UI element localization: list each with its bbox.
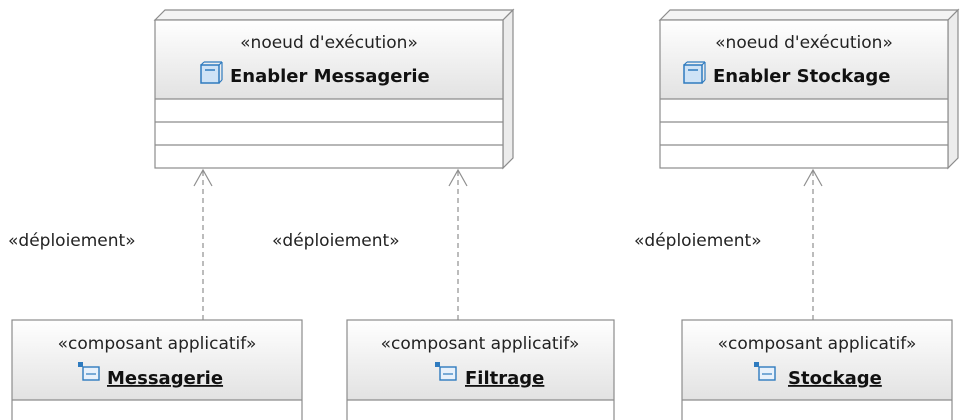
node-icon [683, 61, 706, 84]
component-name: Stockage [788, 368, 882, 389]
dependency-stockage[interactable]: «déploiement» [634, 168, 823, 320]
component-messagerie[interactable]: «composant applicatif» Messagerie [11, 319, 303, 420]
node-enabler-messagerie[interactable]: «noeud d'exécution» Enabler Messagerie [153, 8, 515, 170]
component-icon [435, 362, 457, 381]
dependency-messagerie[interactable]: «déploiement» [8, 168, 213, 320]
dependency-label: «déploiement» [8, 231, 136, 251]
component-name: Messagerie [107, 368, 223, 389]
component-filtrage[interactable]: «composant applicatif» Filtrage [346, 319, 615, 420]
component-icon [754, 362, 776, 381]
component-stereotype: «composant applicatif» [58, 334, 257, 354]
node-stereotype: «noeud d'exécution» [715, 33, 893, 53]
component-name: Filtrage [465, 368, 544, 389]
component-icon [78, 362, 100, 381]
node-icon [200, 61, 223, 84]
node-name: Enabler Messagerie [230, 66, 430, 87]
dependency-label: «déploiement» [272, 231, 400, 251]
node-name: Enabler Stockage [713, 66, 890, 87]
component-stereotype: «composant applicatif» [718, 334, 917, 354]
dependency-filtrage[interactable]: «déploiement» [272, 168, 468, 320]
component-stereotype: «composant applicatif» [381, 334, 580, 354]
dependency-label: «déploiement» [634, 231, 762, 251]
node-enabler-stockage[interactable]: «noeud d'exécution» Enabler Stockage [658, 8, 960, 170]
component-stockage[interactable]: «composant applicatif» Stockage [681, 319, 953, 420]
node-stereotype: «noeud d'exécution» [240, 33, 418, 53]
